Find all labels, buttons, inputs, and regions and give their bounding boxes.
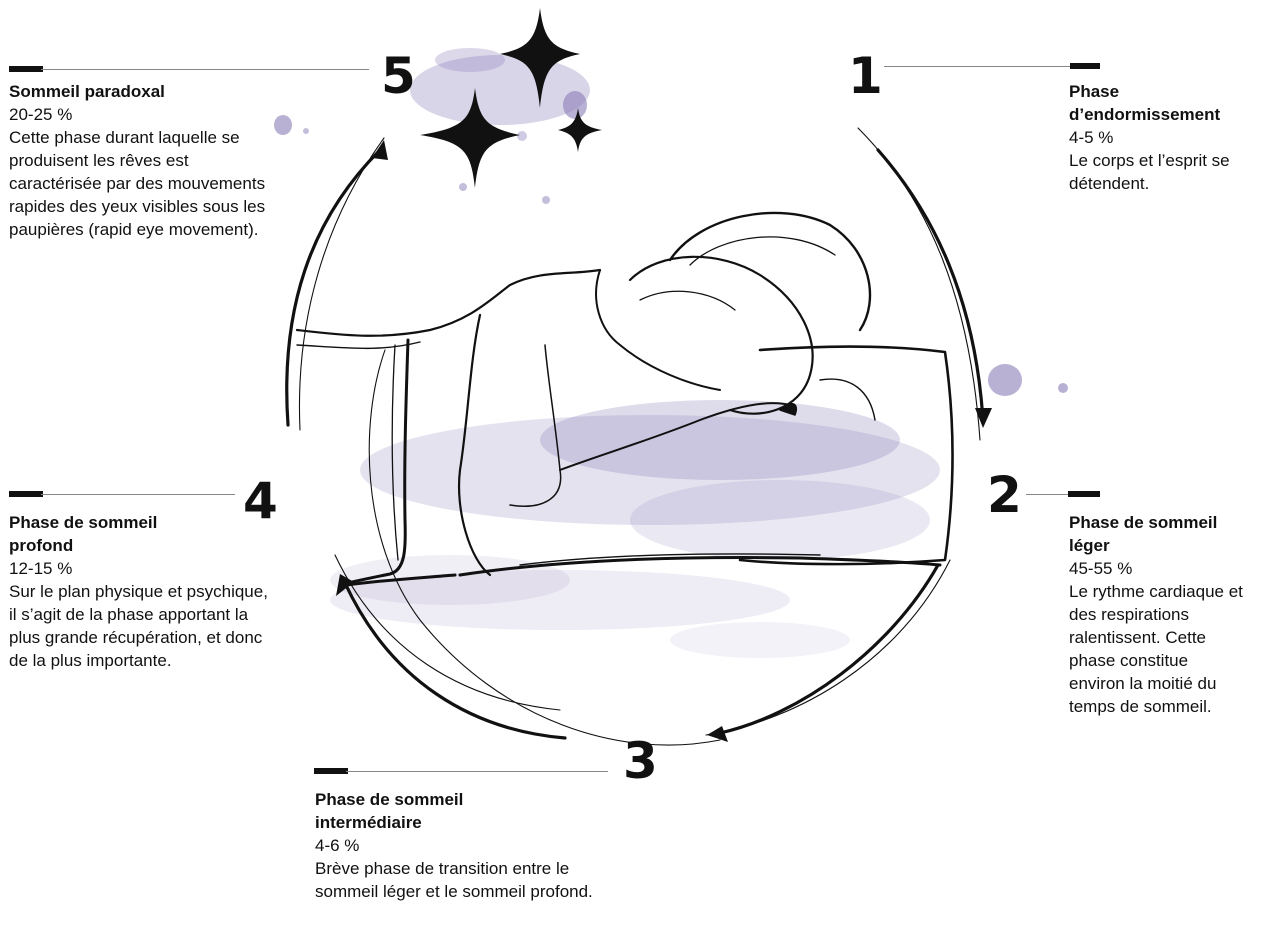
phase-3-description: Brève phase de transition entre le somme…	[315, 857, 607, 903]
phase-5-title: Sommeil paradoxal	[9, 80, 271, 103]
phase-3-marker-bar	[314, 768, 348, 774]
phase-2-text: Phase de sommeil léger 45-55 % Le rythme…	[1069, 511, 1269, 718]
phase-3-percent: 4-6 %	[315, 834, 615, 857]
phase-2-connector-line	[1026, 494, 1070, 495]
phase-number-5: 5	[381, 51, 416, 101]
phase-number-3: 3	[623, 736, 658, 786]
phase-number-2: 2	[987, 470, 1022, 520]
phase-4-marker-bar	[9, 491, 43, 497]
phase-1-percent: 4-5 %	[1069, 126, 1274, 149]
phase-1-marker-bar	[1070, 63, 1100, 69]
phase-3-connector-line	[346, 771, 608, 772]
phase-4-title: Phase de sommeil profond	[9, 511, 209, 557]
watercolor-washes	[274, 48, 1068, 658]
phase-4-connector-line	[41, 494, 235, 495]
phase-3-title: Phase de sommeil intermédiaire	[315, 788, 515, 834]
phase-number-1: 1	[848, 51, 883, 101]
phase-5-description: Cette phase durant laquelle se produisen…	[9, 126, 267, 241]
phase-1-description: Le corps et l’esprit se détendent.	[1069, 149, 1274, 195]
phase-4-percent: 12-15 %	[9, 557, 281, 580]
phase-5-connector-line	[41, 69, 369, 70]
phase-4-text: Phase de sommeil profond 12-15 % Sur le …	[9, 511, 281, 672]
phase-1-title: Phase d’endormissement	[1069, 80, 1259, 126]
phase-5-text: Sommeil paradoxal 20-25 % Cette phase du…	[9, 80, 271, 241]
phase-2-marker-bar	[1068, 491, 1100, 497]
phase-3-text: Phase de sommeil intermédiaire 4-6 % Brè…	[315, 788, 615, 903]
phase-2-title: Phase de sommeil léger	[1069, 511, 1259, 557]
phase-1-text: Phase d’endormissement 4-5 % Le corps et…	[1069, 80, 1274, 195]
phase-5-percent: 20-25 %	[9, 103, 271, 126]
phase-4-description: Sur le plan physique et psychique, il s’…	[9, 580, 279, 672]
phase-1-connector-line	[884, 66, 1072, 67]
phase-2-percent: 45-55 %	[1069, 557, 1269, 580]
phase-5-marker-bar	[9, 66, 43, 72]
phase-2-description: Le rythme cardiaque et des respirations …	[1069, 580, 1244, 718]
